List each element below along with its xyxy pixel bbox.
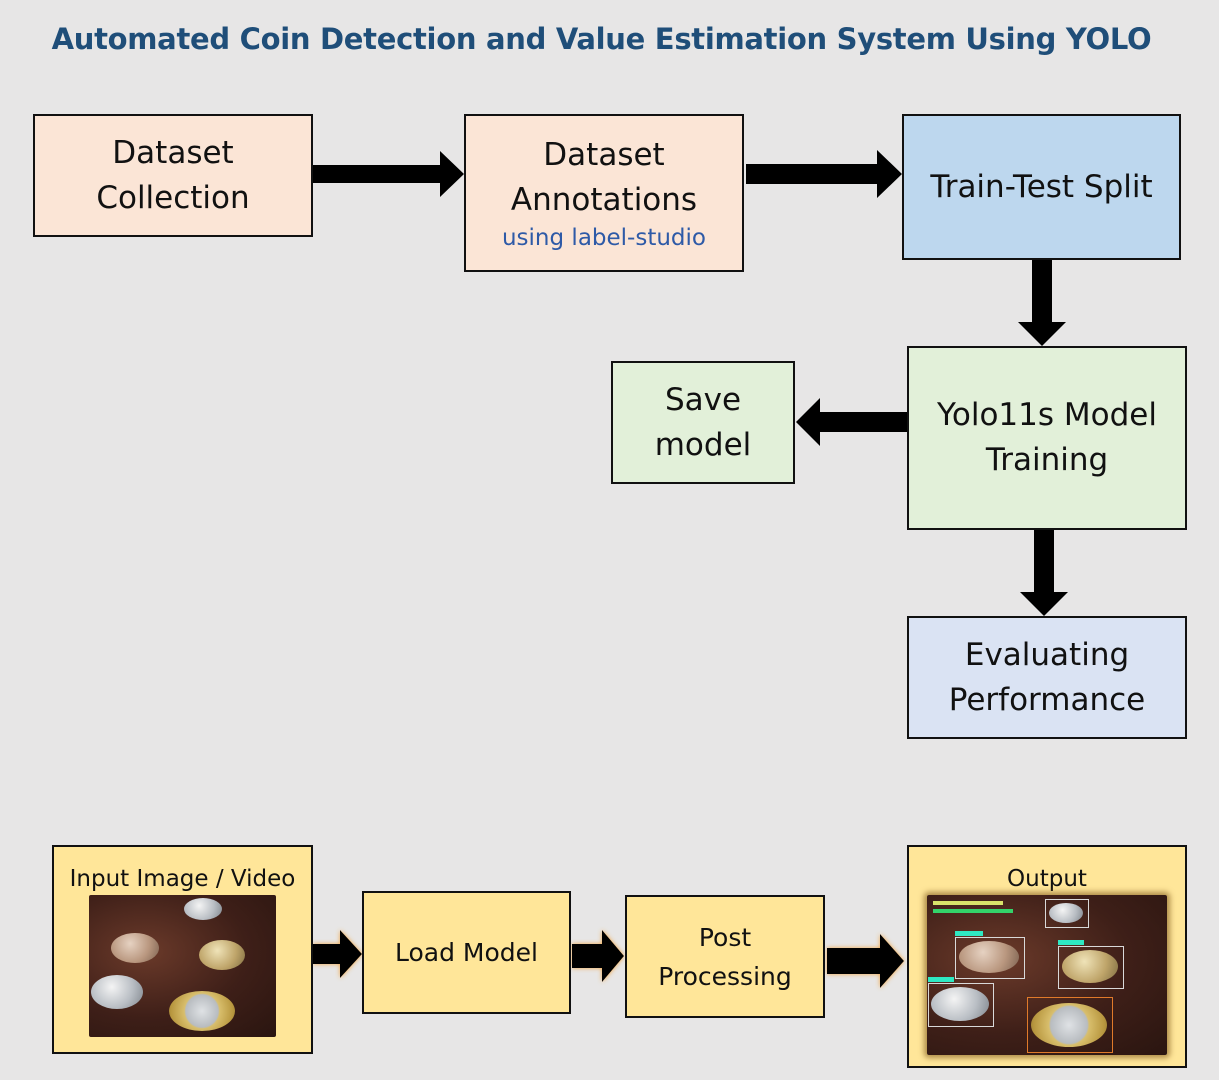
save-model-line2: model bbox=[654, 426, 752, 463]
detection-label bbox=[1058, 940, 1084, 945]
evaluation-line2: Performance bbox=[948, 681, 1146, 718]
output-label: Output bbox=[1007, 866, 1087, 892]
input-coins-photo bbox=[89, 895, 276, 1037]
load-model-label: Load Model bbox=[395, 938, 538, 967]
arrow-collection-to-annotations bbox=[313, 151, 464, 197]
model-training-line1: Yolo11s Model bbox=[937, 397, 1157, 433]
post-processing-box: Post Processing bbox=[625, 895, 825, 1018]
arrow-training-to-evaluation bbox=[1020, 530, 1068, 616]
input-image-label: Input Image / Video bbox=[69, 866, 296, 892]
coin-image bbox=[1062, 950, 1118, 983]
evaluation-box: Evaluating Performance bbox=[907, 616, 1187, 739]
train-test-split-box: Train-Test Split bbox=[902, 114, 1181, 260]
train-test-split-label: Train-Test Split bbox=[930, 168, 1153, 205]
coin-image bbox=[1031, 1003, 1107, 1047]
load-model-box: Load Model bbox=[362, 891, 571, 1014]
dataset-collection-line1: Dataset bbox=[112, 134, 234, 171]
output-box: Output bbox=[907, 845, 1187, 1068]
coin-image bbox=[169, 991, 235, 1031]
save-model-line1: Save bbox=[664, 381, 742, 418]
coin-image bbox=[959, 941, 1019, 973]
output-detection-photo bbox=[927, 895, 1167, 1055]
diagram-title: Automated Coin Detection and Value Estim… bbox=[51, 22, 1152, 56]
dataset-annotations-line2: Annotations bbox=[510, 182, 698, 218]
arrow-input-to-load bbox=[313, 930, 362, 978]
coin-image bbox=[184, 898, 222, 920]
detection-box bbox=[928, 983, 994, 1027]
arrow-training-to-save bbox=[796, 398, 907, 446]
input-image-box: Input Image / Video bbox=[52, 845, 313, 1054]
coin-image bbox=[91, 975, 143, 1009]
detection-box bbox=[1058, 946, 1124, 989]
detection-box bbox=[1045, 899, 1089, 928]
coin-image bbox=[1049, 903, 1083, 923]
detection-label bbox=[955, 931, 983, 936]
annotation-tool-note: using label-studio bbox=[501, 225, 706, 251]
save-model-box: Save model bbox=[611, 361, 795, 484]
model-training-line2: Training bbox=[985, 442, 1109, 478]
evaluation-line1: Evaluating bbox=[964, 636, 1130, 673]
dataset-annotations-box: Dataset Annotations using label-studio bbox=[464, 114, 744, 272]
detection-box bbox=[1027, 997, 1113, 1053]
dataset-collection-line2: Collection bbox=[96, 179, 250, 216]
arrow-load-to-post bbox=[572, 930, 624, 982]
arrow-split-to-training bbox=[1018, 259, 1066, 346]
coin-image bbox=[931, 987, 989, 1021]
detection-box bbox=[955, 937, 1025, 979]
coin-image bbox=[199, 940, 245, 970]
post-processing-line2: Processing bbox=[658, 961, 792, 991]
arrow-post-to-output bbox=[827, 934, 904, 988]
coin-count-overlay bbox=[933, 901, 1003, 905]
dataset-annotations-line1: Dataset bbox=[543, 137, 665, 173]
total-value-overlay bbox=[933, 909, 1013, 913]
detection-label bbox=[928, 977, 954, 982]
model-training-box: Yolo11s Model Training bbox=[907, 346, 1187, 530]
post-processing-line1: Post bbox=[698, 922, 752, 952]
arrow-annotations-to-split bbox=[746, 150, 902, 198]
coin-image bbox=[111, 933, 159, 963]
dataset-collection-box: Dataset Collection bbox=[33, 114, 313, 237]
